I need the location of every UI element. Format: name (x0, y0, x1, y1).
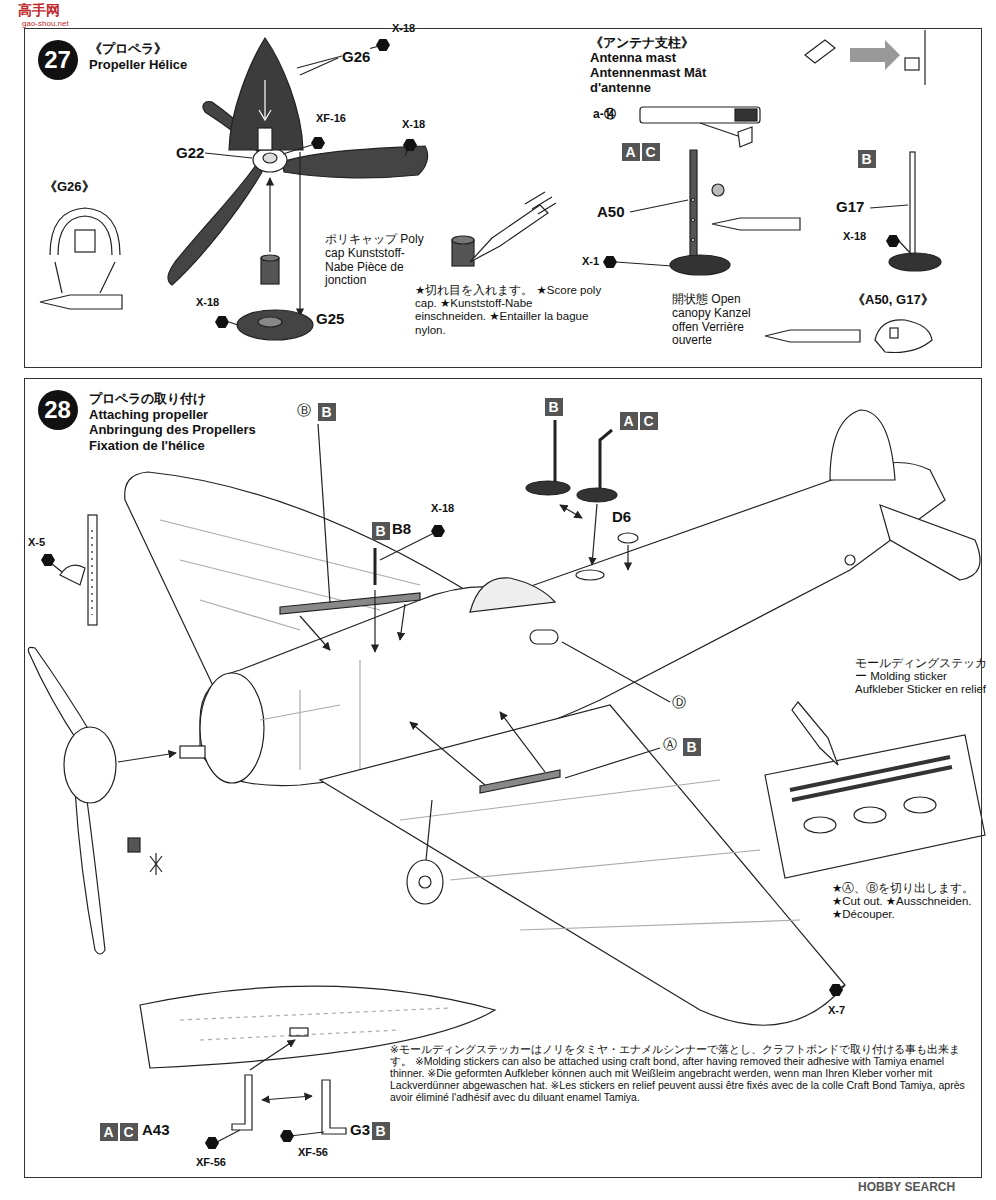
version-letter: B (318, 403, 336, 421)
note-text: 開状態 Open canopy Kanzel offen Verrière ou… (672, 293, 777, 348)
part-label: G3 (350, 1121, 370, 1138)
version-letter: C (642, 143, 660, 161)
part-label: X-18 (196, 296, 219, 309)
part-label: HOBBY SEARCH (858, 1181, 955, 1195)
marker-label: Ⓓ (672, 694, 686, 710)
version-box: B (683, 738, 701, 756)
marker-label: gao-shou.net (22, 19, 69, 28)
version-box: B (372, 1122, 390, 1140)
part-label: a-⑭ (593, 108, 616, 122)
part-label: 《G26》 (44, 180, 95, 195)
part-label: G25 (316, 310, 344, 327)
part-label: XF-16 (316, 112, 346, 125)
part-label: X-1 (582, 255, 599, 268)
version-letter: C (120, 1123, 138, 1141)
note-text: ★Ⓐ、Ⓑを切り出します。 ★Cut out. ★Ausschneiden. ★D… (832, 882, 982, 922)
note-text: ※モールディングステッカーはノリをタミヤ・エナメルシンナーで落とし、クラフトボン… (390, 1043, 980, 1103)
version-letter: B (683, 738, 701, 756)
part-label: XF-56 (298, 1146, 328, 1159)
part-label: B8 (392, 520, 411, 537)
part-label: XF-56 (196, 1156, 226, 1169)
part-label: X-18 (402, 118, 425, 131)
part-label: 《A50, G17》 (852, 293, 934, 308)
part-label: X-18 (431, 502, 454, 515)
version-box: AC (620, 412, 658, 430)
step-panel: 《プロペラ》 Propeller Hélice 27AC B (24, 28, 982, 368)
part-label: G17 (836, 198, 864, 215)
version-box: B (858, 150, 876, 168)
step-number: 28 (38, 390, 78, 430)
marker-label: Ⓑ (297, 402, 311, 418)
part-label: A43 (142, 1121, 170, 1138)
part-label: G26 (342, 48, 370, 65)
note-text: ポリキャップ Poly cap Kunststoff-Nabe Pièce de… (325, 233, 430, 288)
part-label: D6 (612, 508, 631, 525)
marker-label: Ⓐ (663, 736, 677, 752)
part-label: X-5 (28, 536, 45, 549)
version-box: B (318, 403, 336, 421)
part-label: X-18 (843, 230, 866, 243)
version-box: B (545, 398, 563, 416)
step-panel: プロペラの取り付け Attaching propeller Anbringung… (24, 378, 982, 1178)
version-box: AC (100, 1123, 138, 1141)
part-label: G22 (176, 144, 204, 161)
version-letter: B (372, 522, 390, 540)
step-number-text: 28 (44, 398, 71, 422)
version-letter: B (545, 398, 563, 416)
note-text: モールディングステッカー Molding sticker Aufkleber S… (855, 657, 995, 697)
version-box: B (372, 522, 390, 540)
version-letter: A (622, 143, 640, 161)
version-letter: B (858, 150, 876, 168)
step-number-text: 27 (44, 48, 71, 72)
part-label: 高手网 (18, 2, 60, 18)
version-letter: A (620, 412, 638, 430)
version-letter: A (100, 1123, 118, 1141)
version-letter: C (640, 412, 658, 430)
step-heading: プロペラの取り付け Attaching propeller Anbringung… (89, 391, 269, 453)
version-box: AC (622, 143, 660, 161)
part-label: A50 (597, 203, 625, 220)
step-heading: 《プロペラ》 Propeller Hélice (89, 41, 189, 72)
note-text: ★切れ目を入れます。 ★Score poly cap. ★Kunststoff-… (415, 284, 605, 337)
step-number: 27 (38, 40, 78, 80)
note-text: 《アンテナ支柱》 Antenna mast Antennenmast Mât d… (590, 36, 708, 96)
part-label: X-7 (828, 1004, 845, 1017)
version-letter: B (372, 1122, 390, 1140)
